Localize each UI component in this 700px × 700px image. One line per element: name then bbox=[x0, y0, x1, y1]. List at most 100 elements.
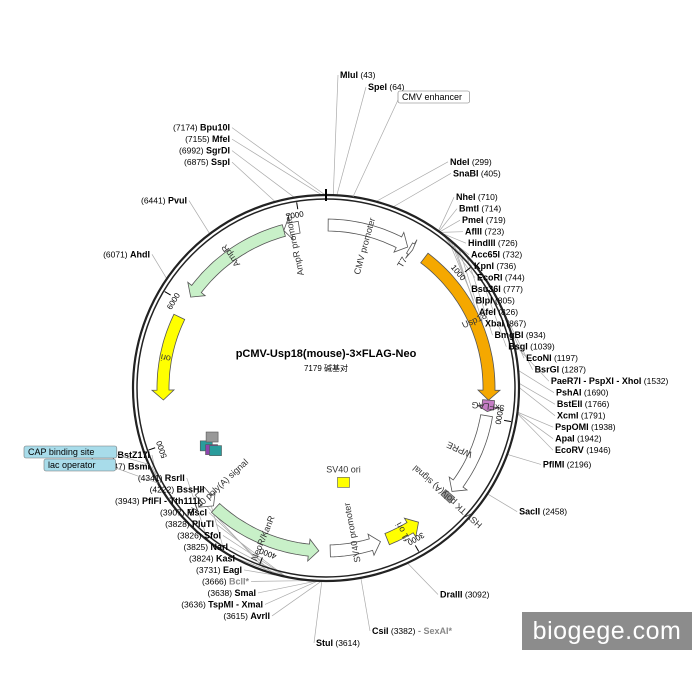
site-line-ndei bbox=[375, 161, 449, 202]
site-mlui: MluI (43) bbox=[340, 70, 376, 80]
site-line-mlui bbox=[332, 74, 339, 196]
feature-usp18 bbox=[420, 252, 502, 401]
feature-label-hsv-tk-poly-a-signal: HSV TK poly(A) signal bbox=[411, 463, 484, 530]
site-bcli: (3666) BclI* bbox=[202, 576, 249, 586]
site-pshai: PshAI (1690) bbox=[556, 388, 609, 398]
tick-6000 bbox=[164, 291, 171, 296]
inner-features: SV40 ori bbox=[199, 431, 361, 488]
site-aflii: AflII (723) bbox=[465, 227, 504, 237]
site-line-pvui bbox=[188, 200, 211, 235]
feature-label-3xflag: 3xFLAG bbox=[471, 400, 505, 414]
site-bsrgi: BsrGI (1287) bbox=[535, 365, 587, 375]
tick-label-5000: 5000 bbox=[154, 439, 169, 459]
site-line-smai bbox=[257, 580, 318, 594]
site-line-sspi bbox=[231, 161, 276, 203]
feature-wpre bbox=[448, 414, 493, 492]
site-ecorv: EcoRV (1946) bbox=[555, 445, 611, 455]
watermark: biogege.com bbox=[522, 612, 692, 650]
site-line-bmgbi bbox=[466, 255, 493, 336]
site-pflfi-tth111i: (3943) PflFI - Tth111I bbox=[115, 496, 200, 506]
feature-label-ampr-promoter: AmpR promoter bbox=[283, 212, 306, 276]
backbone bbox=[131, 189, 521, 583]
boxed-label-cap-binding-site: CAP binding site bbox=[28, 447, 94, 457]
tick-label-7000: 7000 bbox=[285, 209, 305, 221]
site-pvui: (6441) PvuI bbox=[141, 196, 187, 206]
site-sspi: (6875) SspI bbox=[184, 157, 230, 167]
tick-label-2000: 2000 bbox=[493, 406, 505, 426]
inner-feature-cap-binding-site bbox=[205, 431, 219, 443]
site-line-csii bbox=[360, 577, 371, 632]
tick-7000 bbox=[296, 202, 299, 210]
site-line-ahdi bbox=[151, 254, 168, 280]
inner-feature-label-sv40-ori: SV40 ori bbox=[326, 464, 361, 474]
site-line-ecorv bbox=[517, 413, 554, 451]
site-tspmi-xmai: (3636) TspMI - XmaI bbox=[181, 599, 263, 609]
feature-sv40-poly-a-signal bbox=[194, 486, 216, 508]
tick-1000 bbox=[464, 267, 471, 273]
site-xcmi: XcmI (1791) bbox=[557, 411, 606, 421]
site-line-avrii bbox=[271, 580, 322, 617]
site-line-bsteii bbox=[518, 382, 556, 405]
site-line-pshai bbox=[518, 370, 555, 393]
site-labels: NdeI (299)SnaBI (405)NheI (710)BmtI (714… bbox=[91, 70, 669, 648]
site-avrii: (3615) AvrII bbox=[223, 611, 270, 621]
site-line-bcli bbox=[250, 580, 314, 582]
site-apai: ApaI (1942) bbox=[555, 434, 602, 444]
site-line-aflii bbox=[440, 231, 464, 233]
site-line-nhei bbox=[438, 197, 455, 232]
site-line-pmei bbox=[439, 219, 461, 233]
boxed-line-lac-operator bbox=[115, 467, 159, 484]
site-eagi: (3731) EagI bbox=[196, 565, 242, 575]
site-sfoi: (3826) SfoI bbox=[177, 530, 221, 540]
site-line-stui bbox=[313, 580, 323, 644]
feature-sv40-promoter bbox=[329, 533, 382, 558]
site-bpu10i: (7174) Bpu10I bbox=[173, 123, 230, 133]
boxed-bg-cap-binding-site bbox=[23, 445, 118, 459]
site-ahdi: (6071) AhdI bbox=[103, 249, 150, 259]
site-line-ecori bbox=[442, 234, 476, 278]
site-ecori: EcoRI (744) bbox=[477, 273, 525, 283]
site-msci: (3907) MscI bbox=[160, 507, 207, 517]
site-line-pluti bbox=[215, 523, 287, 578]
boxed-bg-lac-operator bbox=[43, 458, 116, 472]
site-pluti: (3828) PluTI bbox=[165, 519, 214, 529]
feature-f1-ori bbox=[384, 517, 419, 546]
site-stui: StuI (3614) bbox=[316, 638, 360, 648]
site-blpi: BlpI (805) bbox=[476, 296, 515, 306]
feature-label-ori: ori bbox=[160, 352, 172, 364]
site-line-xbai bbox=[458, 247, 484, 324]
site-line-xcmi bbox=[518, 387, 556, 416]
site-line-bpu10i bbox=[231, 127, 326, 196]
feature-hsv-tk-poly-a-signal bbox=[440, 489, 456, 504]
site-acc65i: Acc65I (732) bbox=[471, 250, 522, 260]
site-kasi: (3824) KasI bbox=[189, 553, 235, 563]
site-line-rsrii bbox=[186, 477, 209, 541]
site-nari: (3825) NarI bbox=[184, 542, 228, 552]
site-spei: SpeI (64) bbox=[368, 82, 405, 92]
feature-label-t7: T7 bbox=[395, 255, 409, 269]
site-afei: AfeI (826) bbox=[479, 307, 518, 317]
feature-label-wpre: WPRE bbox=[445, 440, 474, 460]
plasmid-name: pCMV-Usp18(mouse)-3×FLAG-Neo bbox=[236, 348, 417, 360]
feature-ampr-promoter bbox=[283, 216, 301, 241]
site-kpni: KpnI (736) bbox=[474, 261, 516, 271]
site-line-tspmi-xmai bbox=[264, 580, 319, 605]
site-line-bmti bbox=[438, 208, 458, 232]
site-econi: EcoNI (1197) bbox=[526, 353, 578, 363]
site-csii: CsiI (3382) - SexAI* bbox=[372, 626, 452, 636]
site-pspomi: PspOMI (1938) bbox=[555, 422, 616, 432]
site-snabi: SnaBI (405) bbox=[453, 168, 501, 178]
site-line-draiii bbox=[407, 562, 439, 595]
site-bsgi: BsgI (1039) bbox=[508, 342, 555, 352]
site-line-snabi bbox=[392, 173, 452, 208]
feature-t7 bbox=[405, 239, 418, 259]
site-smai: (3638) SmaI bbox=[208, 588, 256, 598]
plasmid-length: 7179 碱基对 bbox=[304, 363, 348, 373]
site-line-apai bbox=[517, 412, 554, 439]
site-bmti: BmtI (714) bbox=[459, 204, 501, 214]
feature-neor-kanr bbox=[210, 502, 320, 563]
site-line-spei bbox=[336, 86, 367, 196]
site-ndei: NdeI (299) bbox=[450, 157, 492, 167]
site-draiii: DraIII (3092) bbox=[440, 589, 490, 599]
